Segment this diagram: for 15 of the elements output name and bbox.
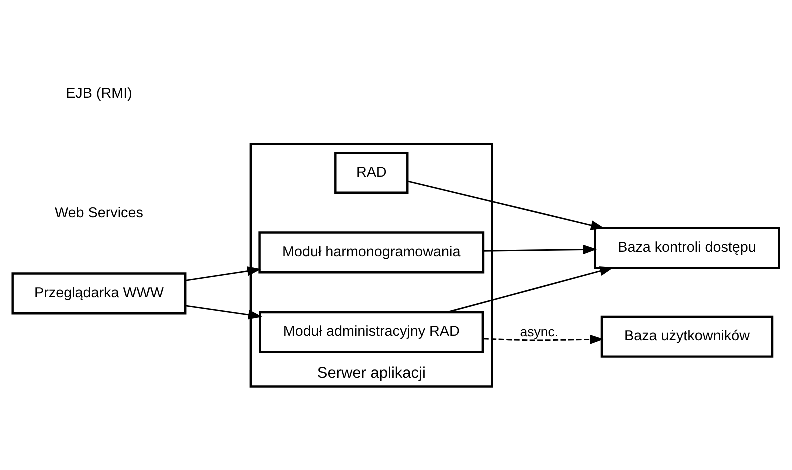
arrow xyxy=(186,266,262,282)
node-box: RAD xyxy=(334,152,409,194)
node-box: Moduł administracyjny RAD xyxy=(259,311,484,354)
label: Web Services xyxy=(55,206,144,222)
arrow xyxy=(484,244,598,255)
arrow xyxy=(408,180,606,230)
node-box: Moduł harmonogramowania xyxy=(258,232,485,274)
arrow xyxy=(483,334,604,345)
edge-label: async. xyxy=(520,324,559,340)
node-box: Baza kontroli dostępu xyxy=(594,227,780,270)
arrow xyxy=(186,305,262,320)
label: EJB (RMI) xyxy=(66,86,132,102)
arrow xyxy=(446,266,614,314)
node-box: Przeglądarka WWW xyxy=(12,272,187,315)
node-box: Baza użytkowników xyxy=(600,316,774,358)
